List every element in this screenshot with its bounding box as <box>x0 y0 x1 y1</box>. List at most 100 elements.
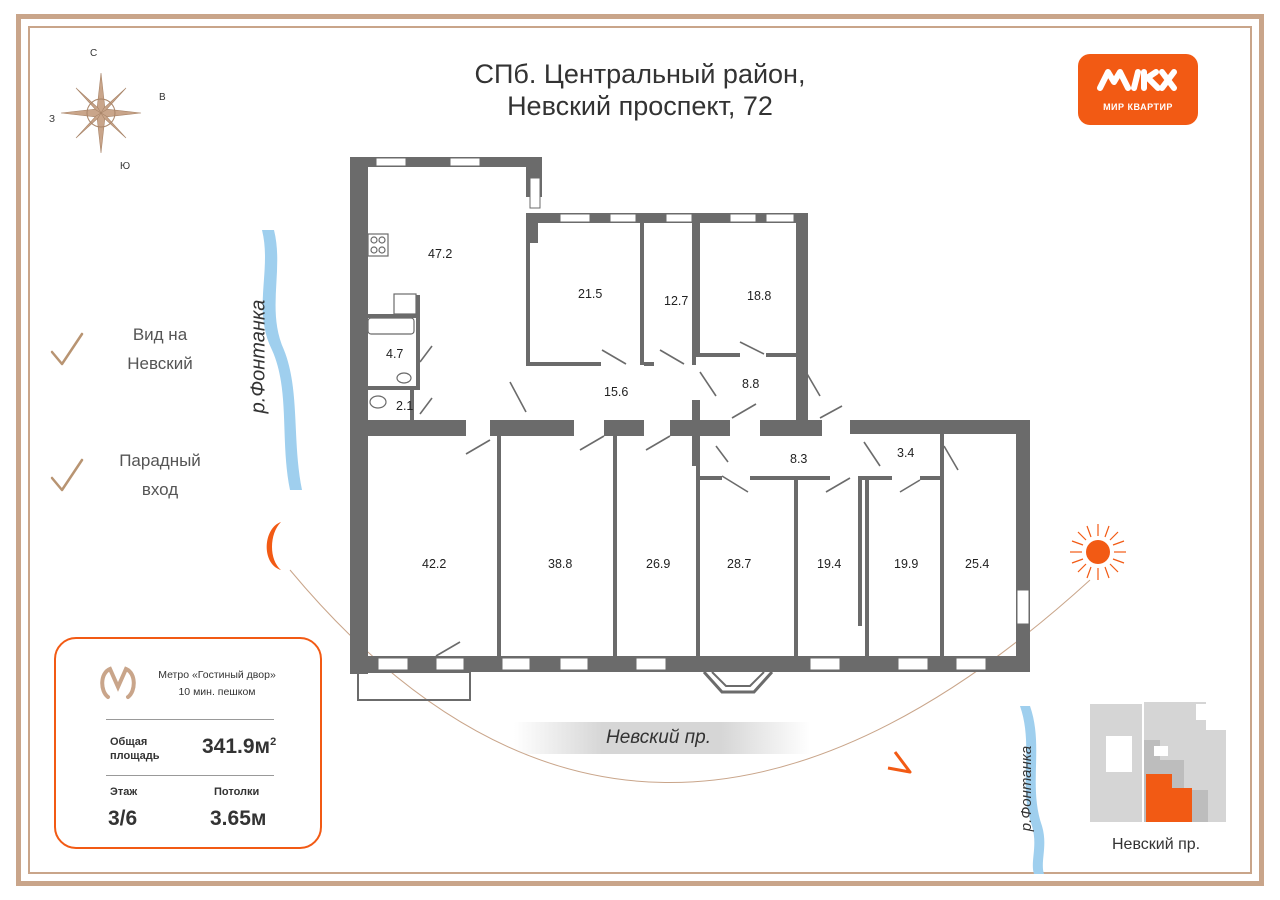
info-card: Метро «Гостиный двор» 10 мин. пешком Общ… <box>54 637 322 849</box>
wall <box>850 420 1030 434</box>
metro-info: Метро «Гостиный двор» 10 мин. пешком <box>148 667 286 701</box>
wall <box>670 420 730 436</box>
compass-west: З <box>49 114 56 125</box>
area-label-line-1: Общая <box>110 736 148 748</box>
wall <box>920 476 944 480</box>
metro-distance: 10 мин. пешком <box>178 686 256 698</box>
ceiling-value: 3.65м <box>210 807 267 830</box>
wall <box>1016 420 1030 672</box>
wall <box>368 386 416 390</box>
divider <box>106 775 274 776</box>
wall <box>692 223 696 365</box>
wall <box>526 362 601 366</box>
room-area: 19.9 <box>894 557 919 571</box>
inner-frame <box>28 26 1252 874</box>
wall <box>858 476 862 626</box>
wall <box>416 295 420 390</box>
sun-icon <box>1070 524 1126 580</box>
room-area: 38.8 <box>548 557 573 571</box>
ceiling-label: Потолки <box>214 786 260 798</box>
compass-east: В <box>159 92 166 103</box>
room-area: 26.9 <box>646 557 671 571</box>
feature-view: Вид на Невский <box>100 320 220 378</box>
checkmark-icon <box>50 332 84 366</box>
area-number: 341.9м <box>202 735 271 758</box>
feature-view-line-1: Вид на <box>132 325 188 344</box>
wall <box>613 436 617 658</box>
room-area: 4.7 <box>386 347 404 361</box>
moon-icon <box>266 522 281 570</box>
title-line-1: СПб. Центральный район, <box>474 59 806 89</box>
wall <box>696 466 700 658</box>
floor-value: 3/6 <box>108 807 138 830</box>
wall <box>526 213 538 243</box>
wall <box>940 434 944 656</box>
wall <box>368 420 466 436</box>
compass-rose-icon <box>60 72 142 154</box>
mini-river <box>1020 706 1045 874</box>
wall <box>350 157 542 167</box>
wall <box>760 420 822 436</box>
wall <box>700 476 722 480</box>
divider <box>106 719 274 720</box>
feature-entrance: Парадный вход <box>100 446 220 504</box>
street-label: Невский пр. <box>606 727 711 748</box>
mini-river-label: р.Фонтанка <box>1018 745 1036 832</box>
area-value: 341.9м2 <box>202 735 276 759</box>
wall <box>368 314 416 318</box>
mini-map <box>1090 702 1226 822</box>
wall <box>766 353 800 357</box>
wall <box>865 476 869 656</box>
compass-south: Ю <box>120 161 131 172</box>
wall <box>604 420 644 436</box>
room-area: 8.8 <box>742 377 760 391</box>
room-area: 47.2 <box>428 247 453 261</box>
room-area: 12.7 <box>664 294 689 308</box>
logo-text: МИР КВАРТИР <box>1103 102 1173 112</box>
room-area: 3.4 <box>897 446 915 460</box>
wall <box>490 420 574 436</box>
area-unit-sup: 2 <box>270 736 277 748</box>
wall <box>497 436 501 658</box>
feature-entrance-line-2: вход <box>141 480 179 499</box>
wall <box>644 362 654 366</box>
feature-view-line-2: Невский <box>127 354 193 373</box>
wall <box>692 436 700 466</box>
room-area: 8.3 <box>790 452 808 466</box>
wall <box>796 213 808 423</box>
room-area: 15.6 <box>604 385 629 399</box>
room-area: 19.4 <box>817 557 842 571</box>
room-area: 18.8 <box>747 289 772 303</box>
room-area: 28.7 <box>727 557 752 571</box>
wall <box>410 390 414 420</box>
title-line-2: Невский проспект, 72 <box>507 91 773 121</box>
wall <box>794 476 798 658</box>
wall <box>350 157 368 674</box>
compass-north: С <box>90 48 98 59</box>
mini-street-label: Невский пр. <box>1112 836 1201 853</box>
floor-label: Этаж <box>110 786 138 798</box>
room-area: 21.5 <box>578 287 603 301</box>
room-area: 42.2 <box>422 557 447 571</box>
room-area: 2.1 <box>396 399 414 413</box>
river-fontanka <box>262 230 302 490</box>
wall <box>862 476 892 480</box>
wall <box>696 223 700 357</box>
wall <box>640 223 644 365</box>
page-title: СПб. Центральный район, Невский проспект… <box>420 58 860 122</box>
metro-icon <box>100 666 136 699</box>
wall <box>692 400 700 420</box>
area-label: Общая площадь <box>110 735 159 763</box>
area-label-line-2: площадь <box>110 750 160 762</box>
room-area: 25.4 <box>965 557 990 571</box>
wall <box>526 240 530 365</box>
outer-frame <box>16 14 1264 886</box>
logo-mark-icon <box>1097 69 1177 91</box>
metro-station: Метро «Гостиный двор» <box>158 669 276 681</box>
street-band <box>514 722 810 754</box>
checkmark-icon <box>50 458 84 492</box>
company-logo[interactable]: МИР КВАРТИР <box>1078 54 1198 125</box>
wall <box>700 353 740 357</box>
wall <box>796 400 806 420</box>
